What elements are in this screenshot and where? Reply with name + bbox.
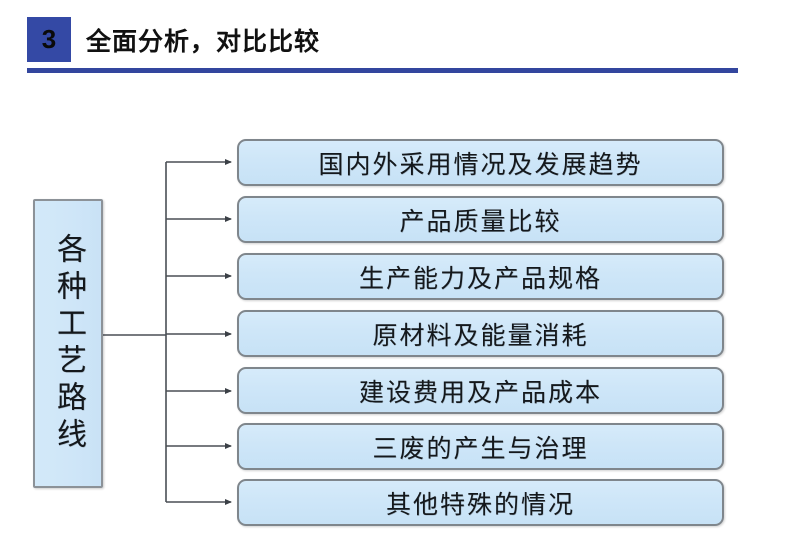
leaf-node-5[interactable]: 建设费用及产品成本 bbox=[237, 367, 724, 414]
leaf-node-3-label: 生产能力及产品规格 bbox=[358, 263, 602, 293]
root-node-process-routes[interactable]: 各种工艺路线 bbox=[33, 199, 103, 488]
leaf-node-7-label: 其他特殊的情况 bbox=[385, 489, 575, 519]
leaf-node-4[interactable]: 原材料及能量消耗 bbox=[237, 310, 724, 357]
leaf-node-1-label: 国内外采用情况及发展趋势 bbox=[318, 149, 643, 179]
leaf-node-2-label: 产品质量比较 bbox=[399, 206, 562, 236]
leaf-node-1[interactable]: 国内外采用情况及发展趋势 bbox=[237, 139, 724, 186]
root-node-label: 各种工艺路线 bbox=[51, 232, 86, 455]
leaf-node-7[interactable]: 其他特殊的情况 bbox=[237, 479, 724, 526]
leaf-node-6[interactable]: 三废的产生与治理 bbox=[237, 423, 724, 470]
header-divider bbox=[27, 68, 738, 73]
leaf-node-6-label: 三废的产生与治理 bbox=[372, 433, 589, 463]
page-title: 全面分析，对比比较 bbox=[86, 27, 321, 56]
section-number-badge: 3 bbox=[27, 17, 71, 62]
leaf-node-4-label: 原材料及能量消耗 bbox=[372, 320, 589, 350]
leaf-node-5-label: 建设费用及产品成本 bbox=[358, 377, 602, 407]
leaf-node-2[interactable]: 产品质量比较 bbox=[237, 196, 724, 243]
leaf-node-3[interactable]: 生产能力及产品规格 bbox=[237, 253, 724, 300]
